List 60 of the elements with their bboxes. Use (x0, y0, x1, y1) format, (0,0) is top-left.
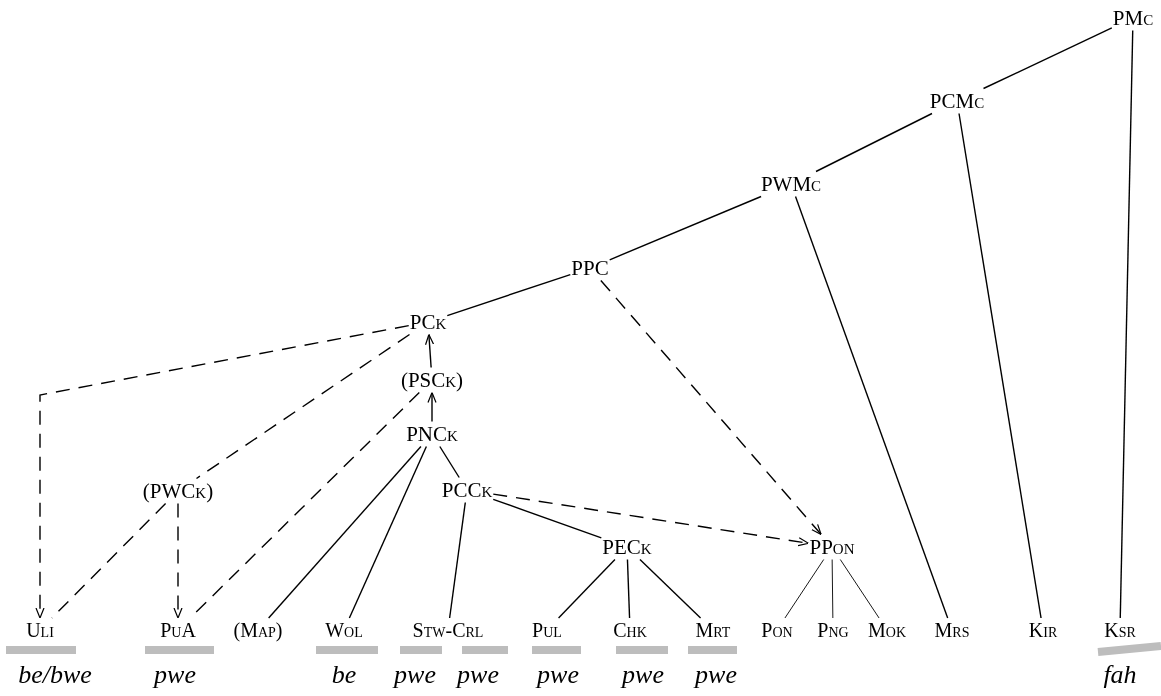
connector (982, 27, 1113, 90)
language-label: PCk (408, 309, 448, 335)
language-label: (Map) (232, 618, 284, 642)
language-label: Uli (25, 618, 55, 642)
dashed-connector (51, 502, 167, 619)
form-label: pwe (154, 662, 196, 688)
connector (448, 501, 466, 619)
form-label: pwe (695, 662, 737, 688)
language-label: PNCk (405, 421, 459, 447)
language-label: Mrs (933, 618, 971, 642)
connector (267, 445, 422, 619)
form-label: pwe (394, 662, 436, 688)
form-label: be/bwe (18, 662, 92, 688)
connector (609, 195, 762, 261)
language-label: Kir (1027, 618, 1059, 642)
dashed-connector (600, 279, 822, 536)
language-label: Pon (760, 618, 794, 642)
connector (557, 558, 616, 619)
language-label: PPon (808, 534, 856, 560)
form-label: pwe (622, 662, 664, 688)
connector (446, 273, 571, 317)
connector (348, 445, 428, 619)
form-label: pwe (537, 662, 579, 688)
connector (784, 559, 825, 619)
connector (427, 391, 437, 423)
connector (831, 559, 834, 619)
connector (626, 558, 631, 619)
language-label: Wol (324, 618, 364, 642)
language-label: (PWCk) (141, 478, 215, 504)
language-label: Pul (531, 618, 563, 642)
dashed-connector (35, 324, 410, 619)
language-label: PCCk (440, 477, 494, 503)
connector (424, 333, 435, 369)
connector (839, 559, 880, 619)
language-label: PWMc (759, 171, 823, 197)
connector (794, 195, 949, 619)
language-label: Chk (612, 618, 648, 642)
dashed-connector (195, 333, 411, 480)
language-label: PCMc (928, 88, 986, 114)
language-label: Ksr (1103, 618, 1137, 642)
language-label: Mrt (694, 618, 732, 642)
dashed-connector (173, 502, 183, 619)
dashed-connector (492, 493, 810, 547)
form-label: pwe (457, 662, 499, 688)
language-label: PMc (1111, 5, 1155, 31)
connector (639, 558, 702, 619)
form-label: fah (1103, 662, 1137, 688)
language-label: PECk (601, 534, 653, 560)
connector (958, 112, 1042, 619)
language-label: Stw-Crl (411, 618, 485, 642)
language-label: PPC (570, 255, 610, 281)
connector (492, 498, 603, 539)
language-label: Png (816, 618, 850, 642)
language-label: Mok (867, 618, 907, 642)
language-label: (PSCk) (399, 367, 465, 393)
connector (439, 445, 460, 479)
connector (815, 112, 933, 173)
connector (1119, 29, 1134, 619)
form-label: be (331, 662, 357, 688)
language-label: PuA (159, 618, 197, 642)
